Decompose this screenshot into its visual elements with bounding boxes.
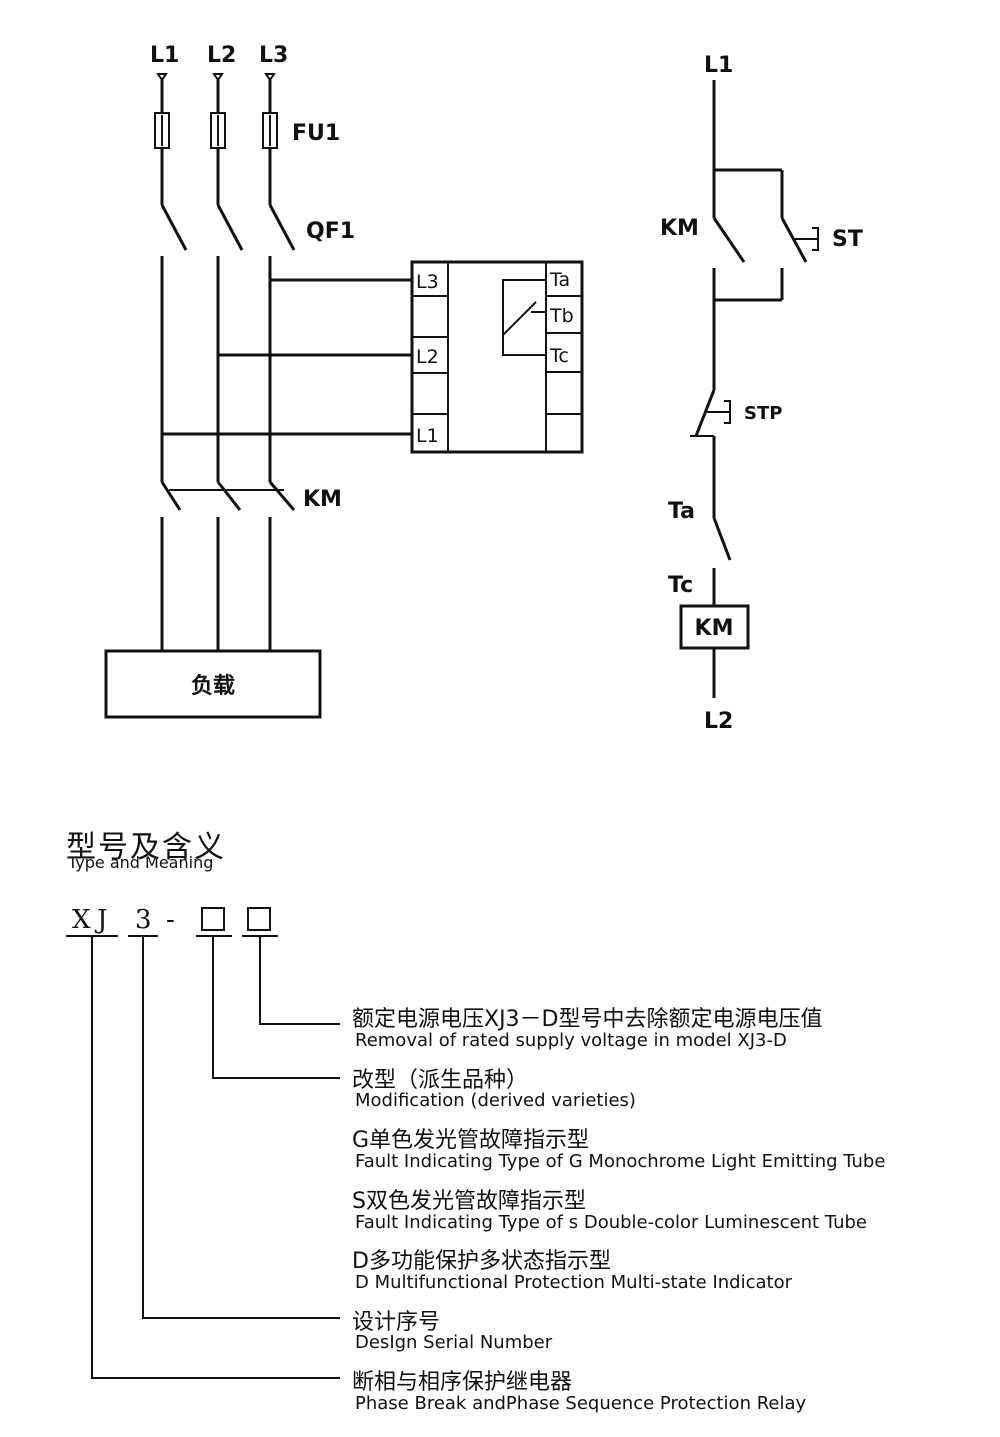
desc-en-s-type: Fault Indicating Type of s Double-color … bbox=[355, 1212, 868, 1233]
phase-label-l2: L2 bbox=[207, 43, 236, 68]
code-char-x: X bbox=[72, 905, 91, 935]
control-ta-label: Ta bbox=[668, 499, 695, 524]
breaker-qf1 bbox=[160, 204, 296, 251]
control-km-label: KM bbox=[660, 216, 699, 241]
control-top-label: L1 bbox=[704, 53, 733, 78]
relay-internal-contact bbox=[502, 279, 546, 356]
relay-terminal-l3: L3 bbox=[416, 271, 439, 293]
relay-terminal-l2: L2 bbox=[416, 346, 439, 368]
desc-cn-g-type: G单色发光管故障指示型 bbox=[352, 1128, 590, 1153]
desc-en-serial: DesIgn Serial Number bbox=[355, 1332, 553, 1353]
control-circuit: L1 KM ST STP Ta Tc bbox=[660, 53, 863, 734]
stop-button-stp bbox=[690, 389, 731, 437]
desc-cn-voltage: 额定电源电压XJ3－D型号中去除额定电源电压值 bbox=[352, 1007, 823, 1032]
relay-xj3: L3 L2 L1 Ta Tb Tc bbox=[410, 260, 584, 454]
relay-terminal-tb: Tb bbox=[549, 305, 574, 327]
stop-label: STP bbox=[744, 403, 782, 424]
phase-label-l1: L1 bbox=[150, 43, 179, 68]
code-box-1 bbox=[201, 907, 225, 931]
desc-cn-serial: 设计序号 bbox=[352, 1310, 441, 1335]
type-code: X J 3 - bbox=[66, 905, 340, 1379]
code-box-2 bbox=[247, 907, 271, 931]
phase-label-l3: L3 bbox=[259, 43, 288, 68]
desc-en-modification: Modification (derived varieties) bbox=[355, 1090, 636, 1111]
coil-label: KM bbox=[695, 616, 734, 641]
desc-en-relay: Phase Break andPhase Sequence Protection… bbox=[355, 1393, 807, 1414]
relay-contact-ta-tc bbox=[712, 517, 732, 561]
contactor-label: KM bbox=[303, 487, 342, 512]
start-label: ST bbox=[832, 227, 863, 252]
desc-cn-relay: 断相与相序保护继电器 bbox=[352, 1370, 573, 1395]
desc-cn-s-type: S双色发光管故障指示型 bbox=[352, 1189, 586, 1214]
desc-en-g-type: Fault Indicating Type of G Monochrome Li… bbox=[355, 1151, 886, 1172]
contactor-km-main bbox=[160, 481, 296, 511]
leader-box-1 bbox=[212, 936, 340, 1079]
load-box bbox=[104, 649, 322, 719]
code-char-j: J bbox=[94, 905, 107, 935]
leader-serial bbox=[142, 936, 340, 1319]
relay-terminal-ta: Ta bbox=[549, 269, 570, 291]
code-char-3: 3 bbox=[135, 905, 152, 935]
start-button-st bbox=[780, 217, 819, 263]
desc-en-voltage: Removal of rated supply voltage in model… bbox=[355, 1030, 787, 1051]
power-circuit: L1 L2 L3 FU1 bbox=[104, 43, 412, 719]
type-section-subtitle: Type and Meaning bbox=[68, 853, 214, 872]
desc-en-d-type: D Multifunctional Protection Multi-state… bbox=[355, 1272, 793, 1293]
fuse-fu1 bbox=[154, 112, 278, 149]
load-label: 负载 bbox=[191, 673, 235, 699]
type-section-title: 型号及含义 bbox=[66, 830, 226, 865]
relay-terminal-tc: Tc bbox=[549, 345, 569, 367]
supply-terminals bbox=[156, 73, 276, 82]
leader-xj bbox=[91, 936, 340, 1379]
desc-cn-modification: 改型（派生品种） bbox=[352, 1068, 529, 1093]
control-bottom-label: L2 bbox=[704, 709, 733, 734]
control-tc-label: Tc bbox=[668, 573, 693, 598]
relay-terminal-l1: L1 bbox=[416, 425, 439, 447]
fuse-label: FU1 bbox=[292, 121, 340, 146]
desc-cn-d-type: D多功能保护多状态指示型 bbox=[352, 1249, 611, 1274]
breaker-label: QF1 bbox=[306, 219, 355, 244]
code-char-dash: - bbox=[166, 905, 175, 935]
leader-box-2 bbox=[259, 936, 340, 1025]
